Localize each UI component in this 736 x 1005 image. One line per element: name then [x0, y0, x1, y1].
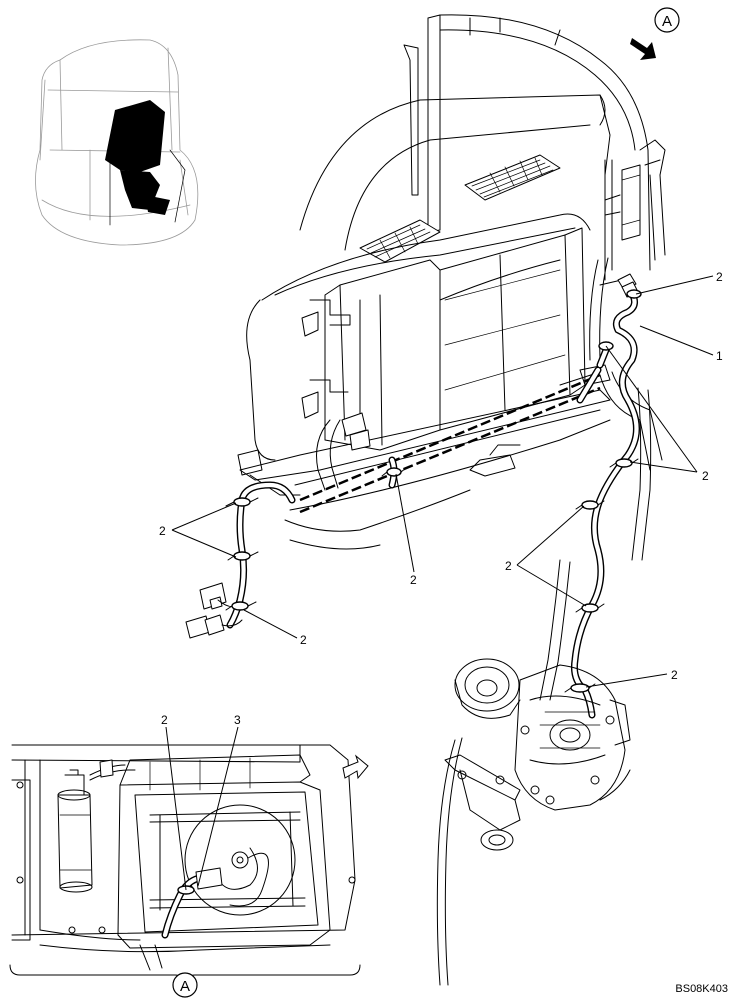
callout-2-right-middle: 2 [505, 559, 512, 573]
callout-2-right-lower: 2 [671, 668, 678, 682]
view-arrow-detail [342, 754, 369, 780]
view-arrow-main [630, 38, 656, 60]
leader-lines [165, 275, 714, 891]
wiring-harness [185, 273, 642, 719]
callout-2-detail: 2 [161, 713, 168, 727]
callout-2-left-lower: 2 [300, 633, 307, 647]
callout-1: 1 [716, 349, 723, 363]
locator-thumbnail [35, 39, 199, 246]
callout-2-left-upper: 2 [159, 524, 166, 538]
callout-labels: 2 1 2 2 2 2 2 2 2 3 [159, 270, 723, 727]
detail-view-a [9, 744, 361, 986]
hvac-unit [237, 14, 666, 561]
callout-2-center: 2 [410, 573, 417, 587]
callout-2-top-right: 2 [716, 270, 723, 284]
callout-3-detail: 3 [234, 713, 241, 727]
compressor-assembly [436, 559, 631, 986]
view-label-main: A [654, 7, 680, 33]
view-label-main-text: A [662, 13, 672, 30]
view-label-detail: A [172, 972, 198, 998]
drawing-code: BS08K403 [675, 983, 728, 995]
view-label-detail-text: A [180, 978, 190, 995]
callout-2-right-upper: 2 [702, 469, 709, 483]
